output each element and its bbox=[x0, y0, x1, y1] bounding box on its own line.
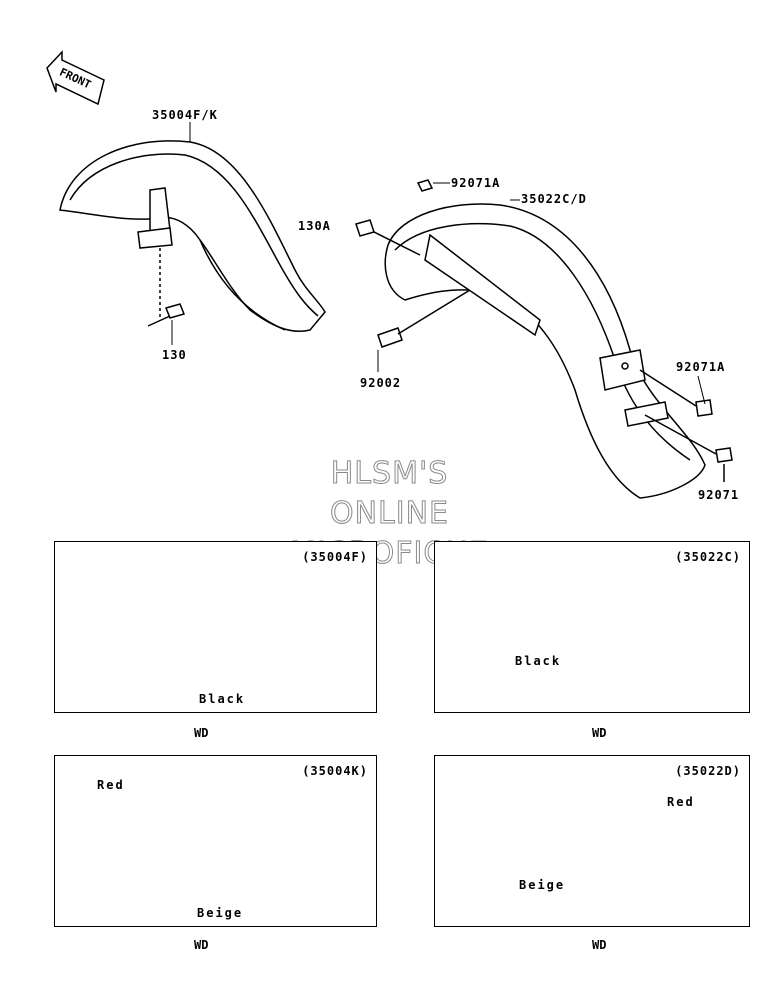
part-number-bolt-rear: 130A bbox=[298, 219, 331, 233]
color-label-black: Black bbox=[515, 654, 562, 668]
panel-35022d: (35022D) Red Beige bbox=[434, 755, 750, 927]
panel-note: WD bbox=[194, 726, 209, 740]
front-fender-drawing bbox=[59, 140, 326, 332]
panel-35004k: (35004K) Red Beige bbox=[54, 755, 377, 927]
watermark-line-1: HLSM'S bbox=[330, 456, 449, 492]
part-number-bolt-front: 130 bbox=[162, 348, 187, 362]
panel-note: WD bbox=[194, 938, 209, 952]
panel-note: WD bbox=[592, 938, 607, 952]
part-number-cap-top: 92071A bbox=[451, 176, 501, 190]
part-number-bolt-92002: 92002 bbox=[360, 376, 402, 390]
color-label-black: Black bbox=[199, 692, 246, 706]
panel-code: (35022C) bbox=[675, 550, 741, 564]
rear-fender-drawing bbox=[355, 179, 733, 499]
color-label-red: Red bbox=[97, 778, 125, 792]
panel-code: (35022D) bbox=[675, 764, 741, 778]
color-label-beige: Beige bbox=[197, 906, 244, 920]
panel-code: (35004F) bbox=[302, 550, 368, 564]
watermark-line-2: ONLINE bbox=[329, 496, 449, 532]
panel-35004f: (35004F) Black bbox=[54, 541, 377, 713]
leader-lines bbox=[171, 122, 706, 405]
color-label-beige: Beige bbox=[519, 878, 566, 892]
part-number-cap-right: 92071A bbox=[676, 360, 726, 374]
part-number-rear-fender: 35022C/D bbox=[521, 192, 587, 206]
color-label-red: Red bbox=[667, 795, 695, 809]
panel-code: (35004K) bbox=[302, 764, 368, 778]
part-number-front-fender: 35004F/K bbox=[152, 108, 218, 122]
panel-35022c: (35022C) Black bbox=[434, 541, 750, 713]
part-number-nut: 92071 bbox=[698, 488, 740, 502]
front-arrow-icon: FRONT bbox=[46, 50, 105, 106]
panel-note: WD bbox=[592, 726, 607, 740]
